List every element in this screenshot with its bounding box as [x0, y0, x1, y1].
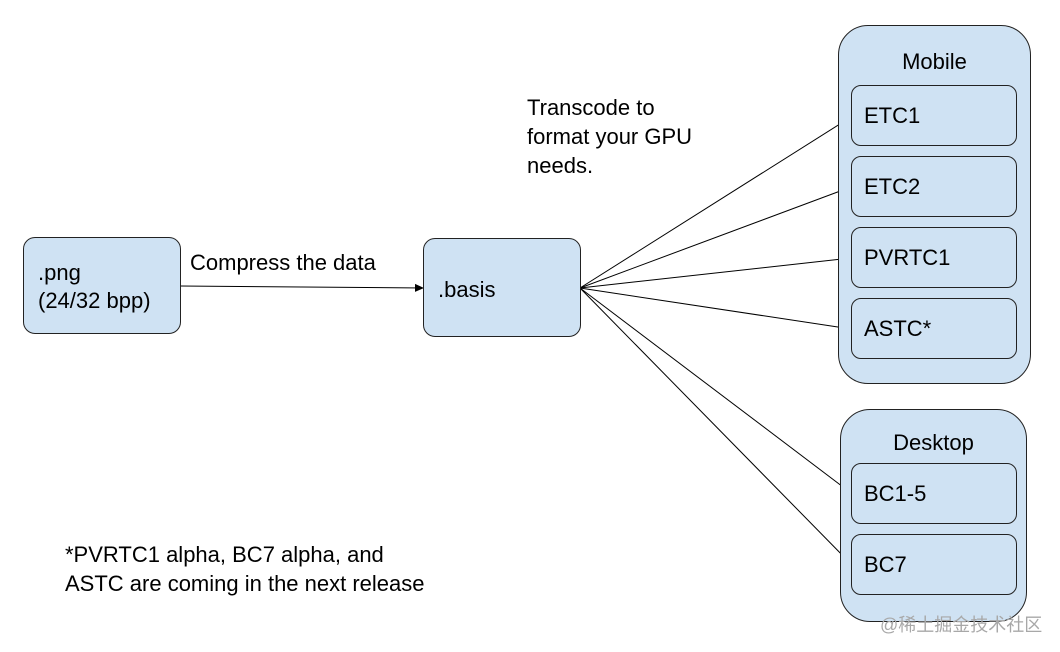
arrow-basis-to-bc7 — [579, 287, 852, 565]
arrow-basis-to-astc — [579, 287, 852, 332]
format-item-label: ETC1 — [864, 102, 921, 128]
basis-label: .basis — [438, 277, 496, 302]
watermark-text: @稀土掘金技术社区 — [880, 615, 1043, 635]
basis-node[interactable]: .basis — [423, 238, 581, 337]
format-item-etc2[interactable]: ETC2 — [851, 156, 1017, 217]
format-item-bc7[interactable]: BC7 — [851, 534, 1017, 595]
format-item-label: PVRTC1 — [864, 244, 951, 270]
transcode-note-line-3: needs. — [527, 153, 594, 178]
footnote-line-2: ASTC are coming in the next release — [65, 571, 425, 596]
format-item-etc1[interactable]: ETC1 — [851, 85, 1017, 146]
png-source-label: .png — [38, 260, 81, 285]
format-item-pvrtc1[interactable]: PVRTC1 — [851, 227, 1017, 288]
format-item-label: ETC2 — [864, 173, 921, 199]
arrow-basis-to-pvrtc1 — [579, 255, 852, 289]
mobile-group-title: Mobile — [902, 49, 967, 74]
png-source-bpp: (24/32 bpp) — [38, 288, 151, 313]
arrow-basis-to-bc1-5 — [579, 287, 852, 494]
arrow-png-to-basis — [179, 283, 425, 292]
desktop-group-title: Desktop — [893, 430, 974, 455]
footnote-line-1: *PVRTC1 alpha, BC7 alpha, and — [65, 542, 384, 567]
arrow-basis-to-etc1 — [579, 116, 852, 289]
arrow-basis-to-etc2 — [579, 186, 852, 289]
transcode-note-line-2: format your GPU — [527, 124, 693, 149]
format-item-bc1-5[interactable]: BC1-5 — [851, 463, 1017, 524]
png-source-node[interactable]: .png (24/32 bpp) — [23, 237, 181, 334]
format-item-label: BC1-5 — [864, 480, 927, 506]
compress-label: Compress the data — [190, 250, 376, 275]
transcode-note-line-1: Transcode to — [527, 95, 655, 120]
format-item-label: ASTC* — [864, 315, 932, 341]
format-item-label: BC7 — [864, 551, 907, 577]
format-item-astc[interactable]: ASTC* — [851, 298, 1017, 359]
